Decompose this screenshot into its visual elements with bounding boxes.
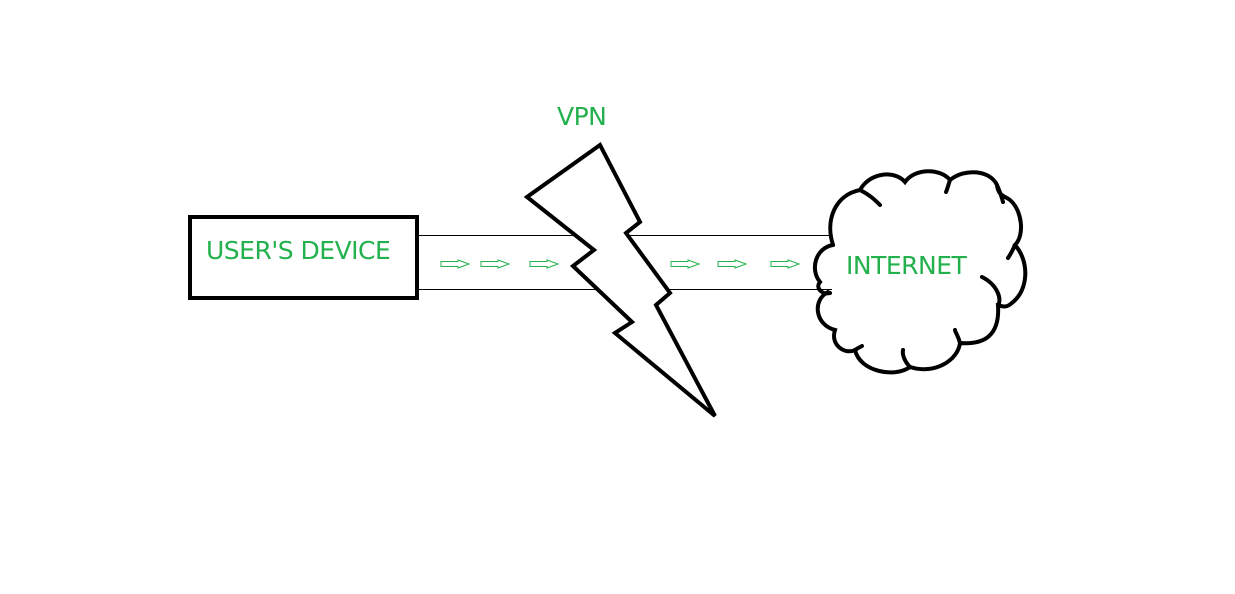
- cloud-icon: [812, 169, 1028, 375]
- flow-arrow-right-1: [670, 259, 701, 269]
- flow-arrow-right-2: [717, 259, 748, 269]
- user-device-label: USER'S DEVICE: [206, 236, 391, 265]
- flow-arrow-left-1: [440, 259, 471, 269]
- vpn-label: VPN: [557, 102, 607, 131]
- flow-arrow-left-3: [529, 259, 560, 269]
- flow-arrows: [440, 259, 801, 269]
- lightning-bolt-icon: [523, 142, 717, 418]
- flow-arrow-right-3: [770, 259, 801, 269]
- flow-arrow-left-2: [480, 259, 511, 269]
- internet-label: INTERNET: [846, 251, 967, 280]
- user-device-box: [188, 215, 419, 300]
